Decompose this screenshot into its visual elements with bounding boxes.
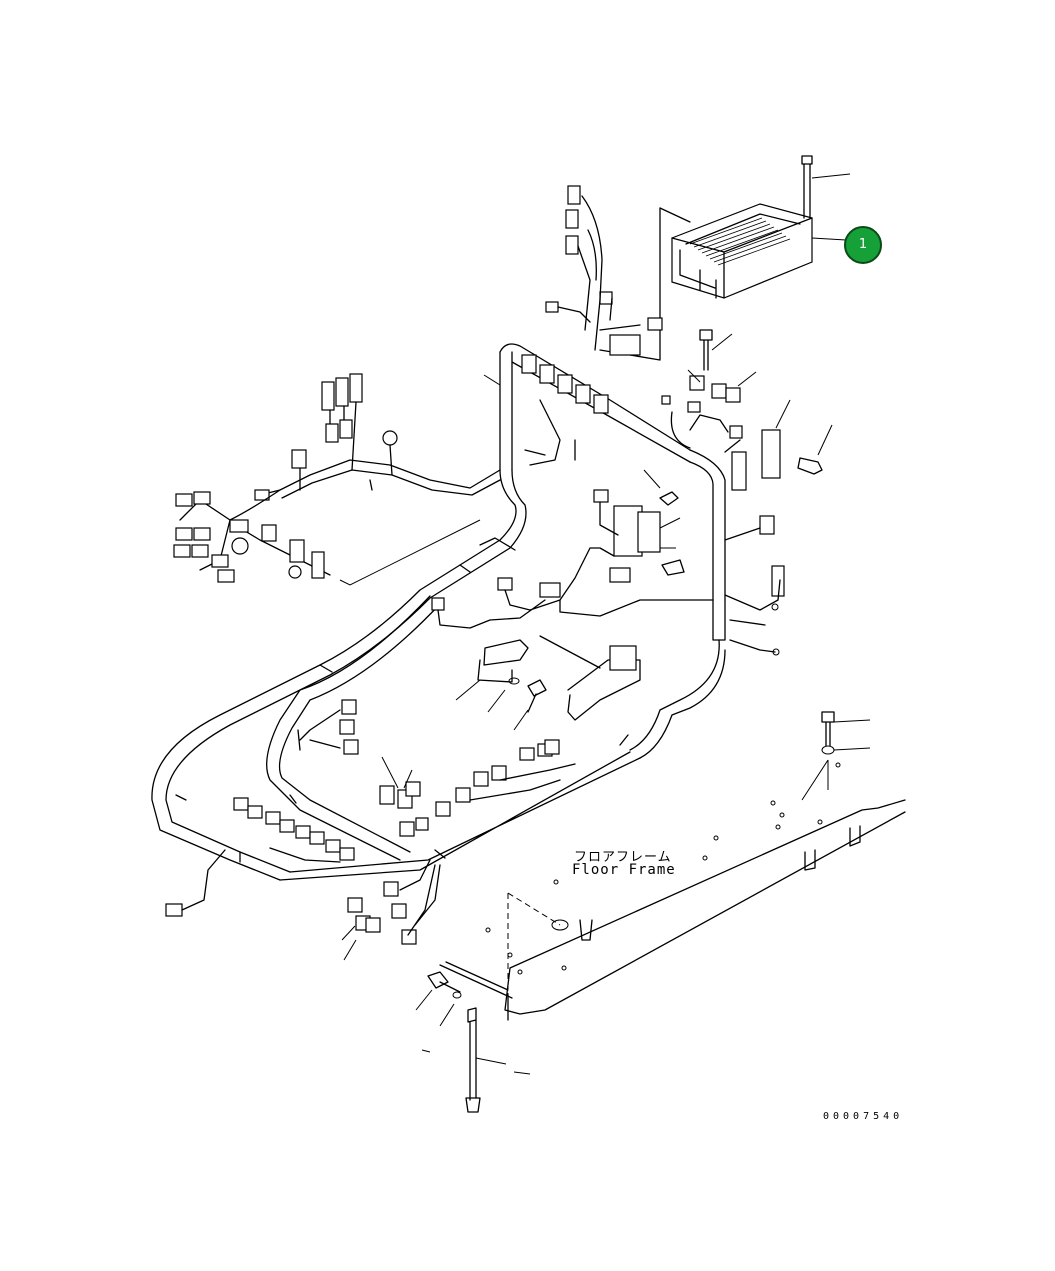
drawing-number: 00007540 [823, 1111, 904, 1122]
callout-badge-1[interactable]: 1 [844, 226, 882, 264]
main-harness-trunk [151, 185, 871, 1113]
floor-frame-label-en: Floor Frame [572, 862, 676, 878]
controller-unit [599, 155, 851, 361]
floor-frame-plate [439, 762, 906, 1021]
floor-frame-label-jp: フロアフレーム [574, 850, 672, 865]
